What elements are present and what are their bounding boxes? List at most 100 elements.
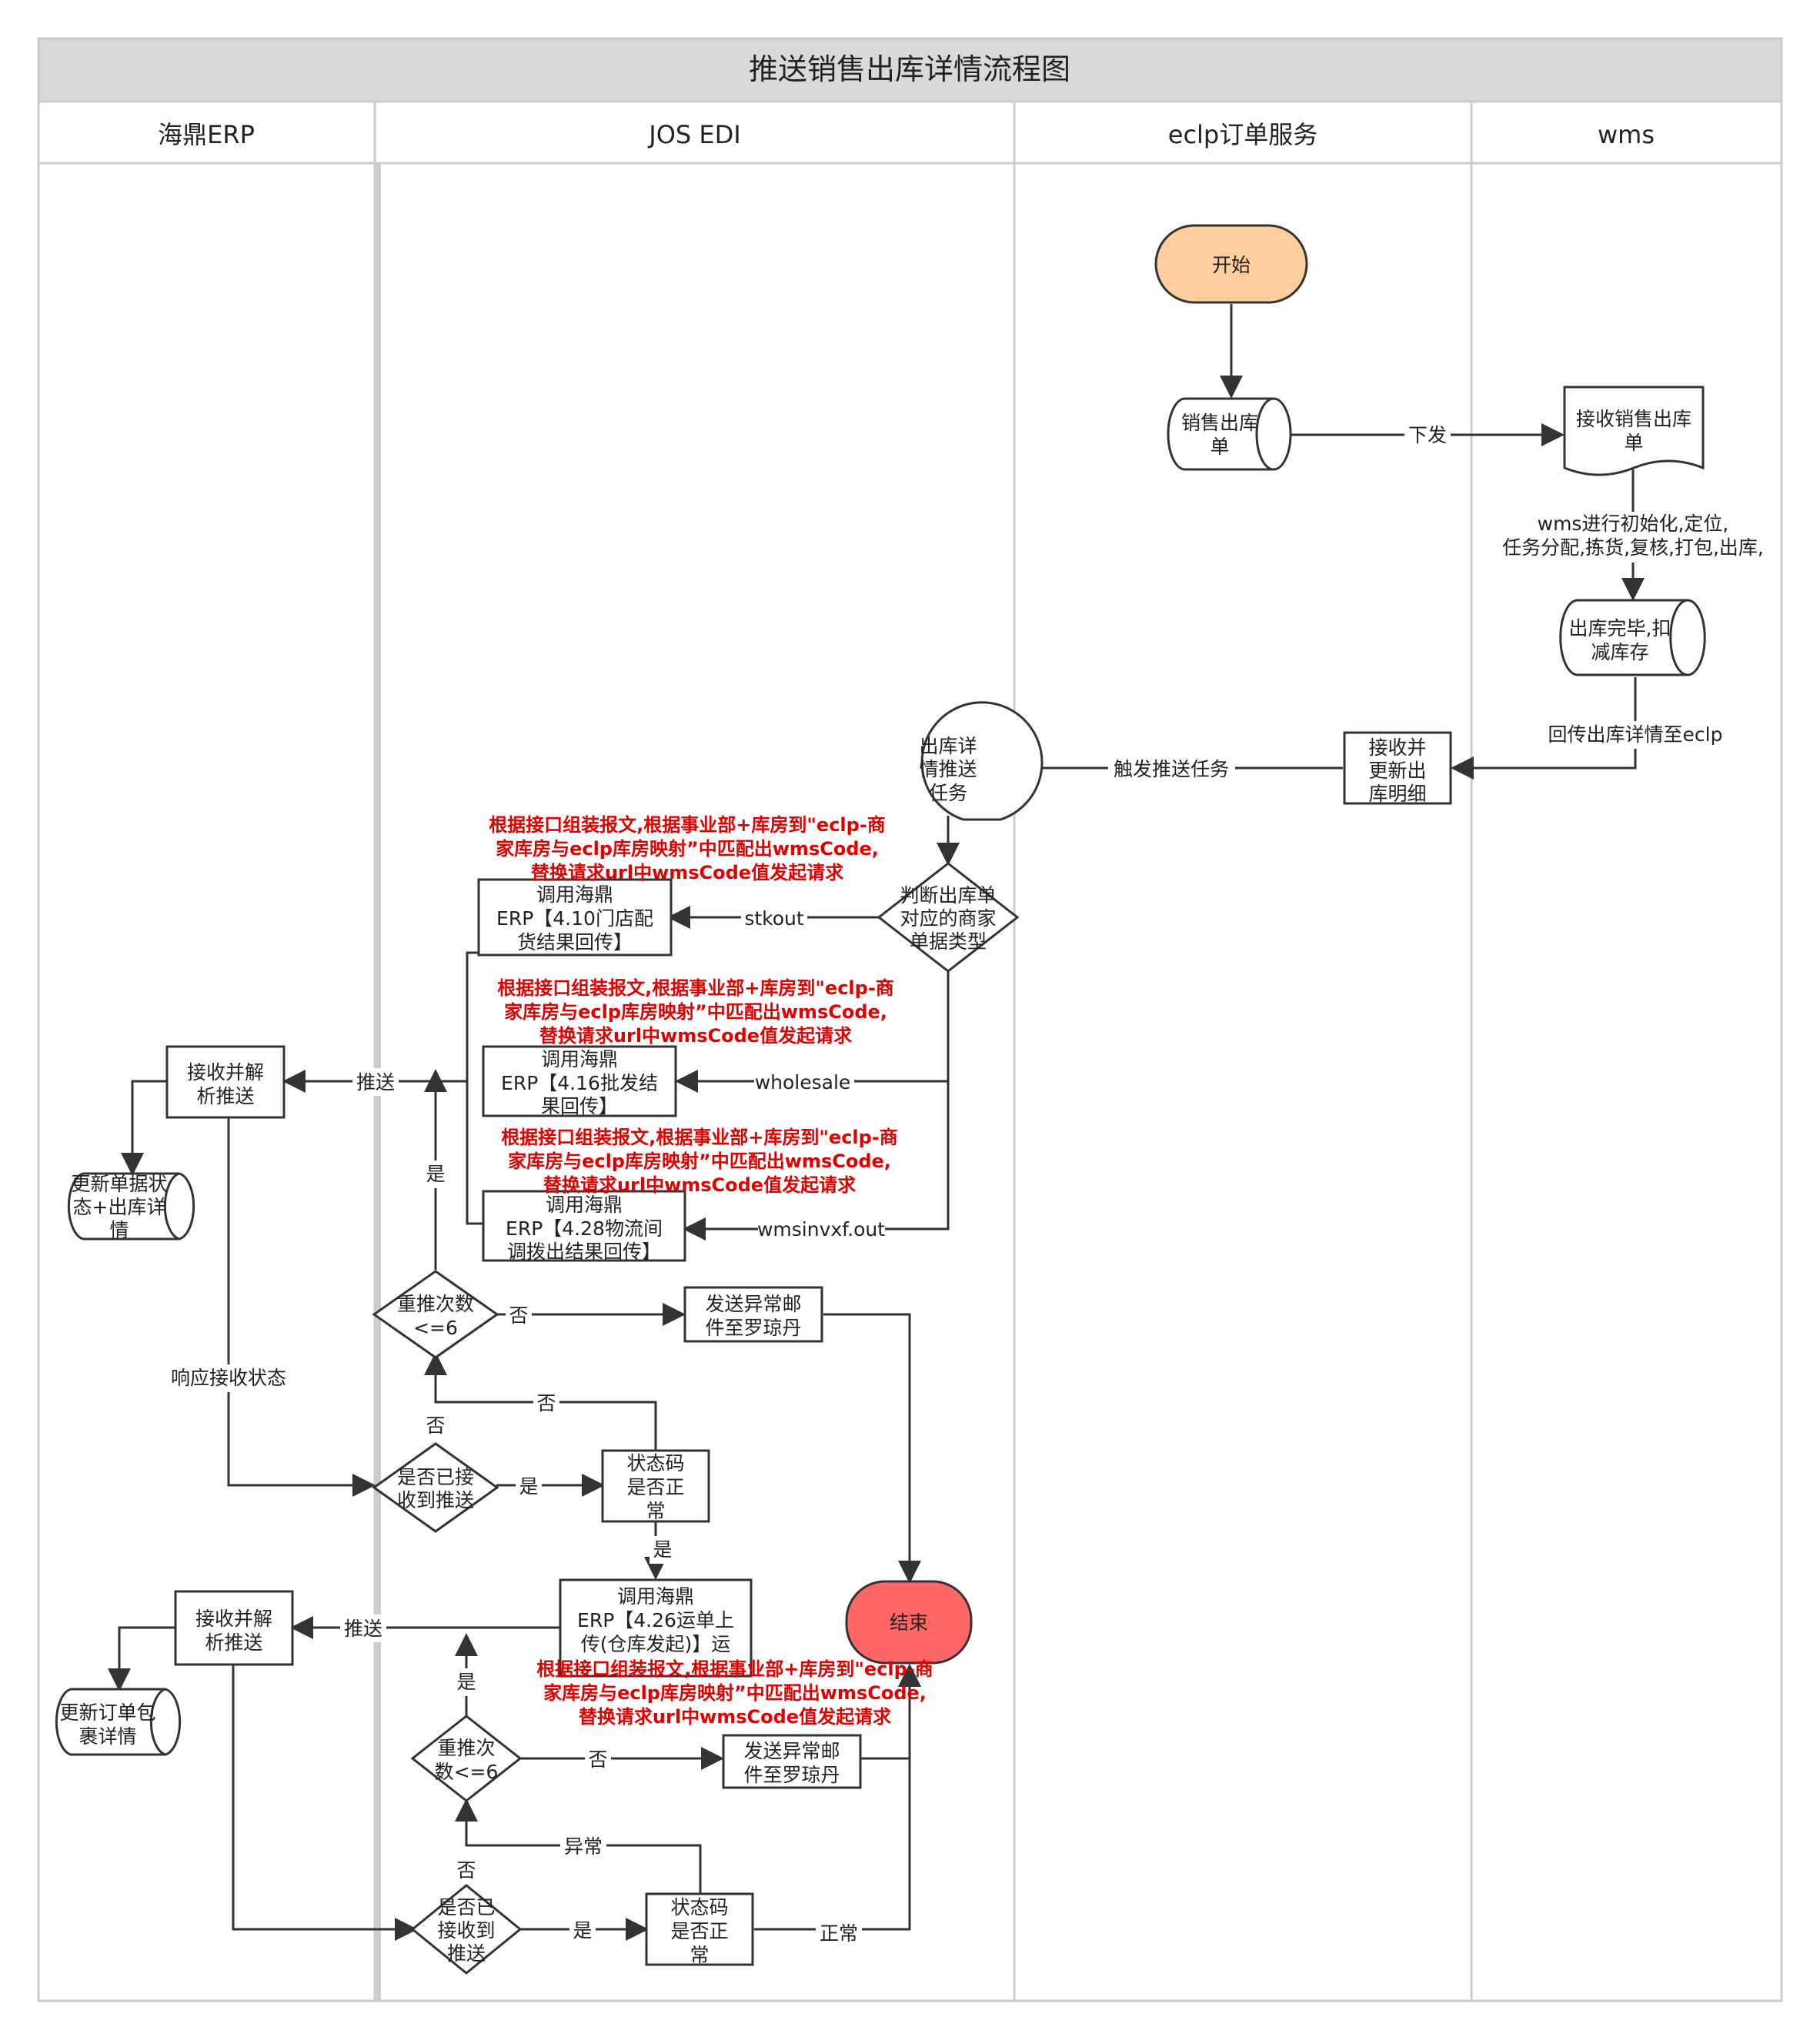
note-3-line-2: 家库房与eclp库房映射”中匹配出wmsCode, — [508, 1150, 891, 1172]
note-1-line-3: 替换请求url中wmsCode值发起请求 — [531, 862, 843, 883]
label-received1-no: 否 — [426, 1414, 445, 1437]
node-received-2-label-1: 是否已 — [437, 1896, 495, 1918]
node-judge-type-label-1: 判断出库单 — [900, 884, 996, 907]
node-call-410-label-2: ERP【4.10门店配 — [496, 907, 653, 930]
node-retry-1-label-2: <=6 — [413, 1317, 458, 1339]
edge-status2-normal — [754, 1664, 921, 1931]
title-bar — [37, 37, 1783, 103]
node-status-2-label-1: 状态码 — [670, 1896, 728, 1918]
note-4-line-2: 家库房与eclp库房映射”中匹配出wmsCode, — [543, 1682, 927, 1704]
node-erp-receive-2 — [174, 1590, 294, 1666]
node-call-428-label-1: 调用海鼎 — [546, 1194, 623, 1216]
label-push-1: 推送 — [356, 1071, 395, 1094]
label-response: 响应接收状态 — [171, 1367, 286, 1389]
node-retry-1 — [372, 1270, 499, 1359]
node-push-task-label-2: 情推送 — [919, 758, 977, 780]
label-retry2-yes: 是 — [456, 1671, 476, 1693]
node-received-1 — [372, 1442, 499, 1533]
node-push-task — [920, 701, 1044, 821]
node-erp-update-2-label-1: 更新订单包 — [59, 1701, 155, 1724]
node-status-2-label-2: 是否正 — [670, 1920, 728, 1942]
edge-erp-update-2 — [108, 1626, 175, 1691]
node-erp-receive-2-label-1: 接收并解 — [195, 1608, 272, 1630]
label-stkout: stkout — [744, 907, 804, 930]
node-call-428-label-3: 调拨出结果回传】 — [507, 1241, 661, 1263]
node-call-410 — [477, 878, 673, 957]
label-normal: 正常 — [820, 1922, 858, 1945]
label-abnormal: 异常 — [564, 1835, 603, 1858]
note-4-line-1: 根据接口组装报文,根据事业部+库房到"eclp-商 — [536, 1658, 933, 1680]
node-erp-receive-1 — [165, 1045, 286, 1119]
lane-header-jos: JOS EDI — [647, 120, 740, 149]
label-push-2: 推送 — [344, 1618, 382, 1640]
node-received-2 — [410, 1884, 523, 1975]
node-outbound-done-label-1: 出库完毕,扣 — [1569, 617, 1671, 639]
node-sales-order — [1167, 397, 1292, 471]
node-call-426-label-2: ERP【4.26运单上 — [577, 1609, 734, 1631]
node-receive-update — [1343, 731, 1452, 805]
label-retry1-no: 否 — [509, 1304, 528, 1327]
node-erp-update-1-label-3: 情 — [109, 1219, 129, 1241]
label-status1-no: 否 — [536, 1392, 556, 1414]
node-mail-1 — [683, 1286, 823, 1343]
diagram-title: 推送销售出库详情流程图 — [749, 52, 1070, 86]
node-judge-type — [877, 862, 1020, 973]
edge-return-detail — [1451, 677, 1637, 780]
node-erp-receive-1-label-1: 接收并解 — [187, 1061, 264, 1084]
node-mail-2-label-2: 件至罗琼丹 — [743, 1764, 840, 1786]
node-call-416-label-2: ERP【4.16批发结 — [501, 1072, 658, 1094]
lane-header-erp: 海鼎ERP — [158, 120, 255, 149]
node-receive-order — [1563, 386, 1705, 476]
node-call-416 — [482, 1045, 677, 1117]
node-end-label: 结束 — [890, 1611, 928, 1634]
node-status-2-label-3: 常 — [690, 1944, 709, 1966]
label-return-detail: 回传出库详情至eclp — [1548, 723, 1723, 746]
node-receive-update-label-3: 库明细 — [1368, 783, 1426, 805]
node-erp-update-1-label-1: 更新单据状 — [71, 1173, 167, 1195]
note-2-line-1: 根据接口组装报文,根据事业部+库房到"eclp-商 — [497, 977, 894, 999]
note-1-line-2: 家库房与eclp库房映射”中匹配出wmsCode, — [496, 838, 879, 860]
note-1-line-1: 根据接口组装报文,根据事业部+库房到"eclp-商 — [489, 814, 886, 836]
node-judge-type-label-2: 对应的商家 — [900, 907, 996, 930]
node-call-416-label-3: 果回传】 — [541, 1095, 618, 1117]
label-wms-process-2: 任务分配,拣货,复核,打包,出库, — [1502, 536, 1764, 559]
node-receive-order-label-1: 接收销售出库 — [1576, 408, 1691, 430]
node-erp-receive-1-label-2: 析推送 — [196, 1085, 254, 1107]
node-received-2-label-3: 推送 — [447, 1942, 486, 1965]
note-3-line-3: 替换请求url中wmsCode值发起请求 — [543, 1174, 856, 1196]
node-outbound-done — [1559, 599, 1706, 676]
label-wmsinvxf: wmsinvxf.out — [757, 1218, 885, 1241]
node-received-1-label-1: 是否已接 — [397, 1466, 474, 1488]
node-call-426-label-1: 调用海鼎 — [617, 1585, 694, 1608]
node-mail-1-label-1: 发送异常邮 — [705, 1293, 801, 1315]
node-judge-type-label-3: 单据类型 — [910, 930, 987, 953]
note-4-line-3: 替换请求url中wmsCode值发起请求 — [579, 1706, 891, 1728]
edge-mail1-to-end — [823, 1313, 921, 1584]
label-received1-yes: 是 — [519, 1475, 538, 1498]
annotations: 根据接口组装报文,根据事业部+库房到"eclp-商 家库房与eclp库房映射”中… — [489, 814, 933, 1728]
node-erp-update-2 — [55, 1688, 182, 1756]
node-received-2-label-2: 接收到 — [437, 1919, 495, 1942]
note-2-line-3: 替换请求url中wmsCode值发起请求 — [539, 1025, 852, 1047]
node-retry-2-label-1: 重推次 — [437, 1737, 495, 1759]
edge-labels: 下发 wms进行初始化,定位, 任务分配,拣货,复核,打包,出库, 回传出库详情… — [163, 421, 1770, 1947]
node-erp-update-2-label-2: 裹详情 — [78, 1725, 136, 1748]
node-start-label: 开始 — [1212, 254, 1251, 276]
node-labels: 开始 销售出库 单 接收销售出库 单 出库完毕,扣 减库存 接收并 更新出 库明… — [59, 254, 1691, 1966]
node-call-426-label-3: 传(仓库发起)】运 — [581, 1633, 731, 1655]
label-received2-yes: 是 — [573, 1919, 592, 1942]
node-receive-order-label-2: 单 — [1624, 432, 1643, 454]
label-trigger: 触发推送任务 — [1114, 758, 1229, 780]
node-call-410-label-3: 货结果回传】 — [517, 931, 633, 953]
node-erp-receive-2-label-2: 析推送 — [205, 1631, 262, 1654]
node-status-1-label-2: 是否正 — [626, 1476, 684, 1498]
node-retry-2-label-2: 数<=6 — [435, 1761, 499, 1783]
node-status-1 — [601, 1449, 710, 1523]
label-wms-process-1: wms进行初始化,定位, — [1538, 513, 1729, 535]
node-status-1-label-3: 常 — [646, 1500, 665, 1522]
node-receive-update-label-2: 更新出 — [1368, 760, 1426, 782]
edge-erp-update-1 — [121, 1080, 167, 1176]
note-2-line-2: 家库房与eclp库房映射”中匹配出wmsCode, — [504, 1001, 887, 1023]
label-received2-no: 否 — [456, 1859, 476, 1882]
node-retry-2 — [410, 1715, 523, 1802]
